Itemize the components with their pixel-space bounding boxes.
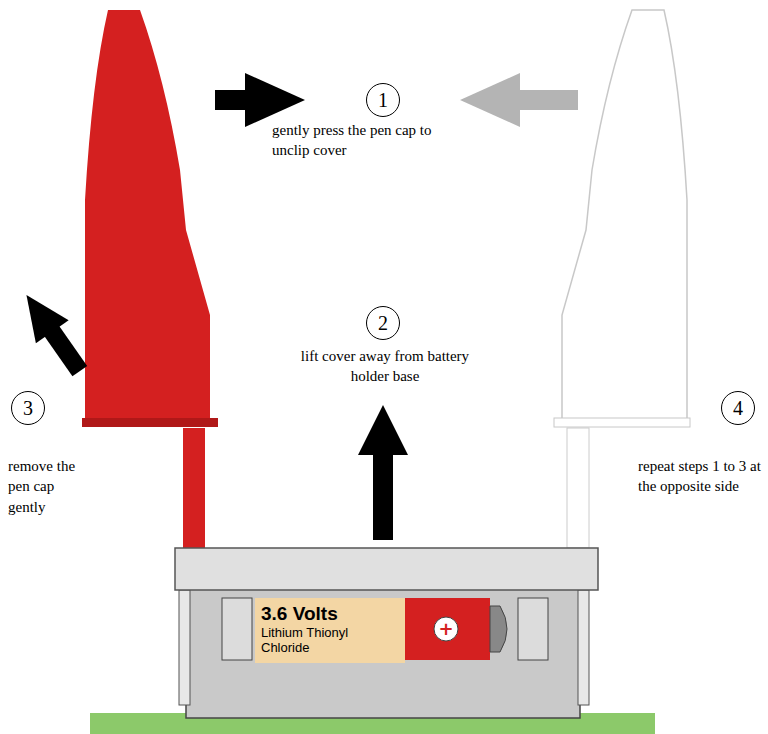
- callout-number: 2: [366, 306, 400, 340]
- remove-arrow: [10, 283, 96, 382]
- holder-cover: [175, 548, 598, 590]
- callout-digit: 3: [23, 397, 33, 420]
- holder-base: [186, 588, 580, 718]
- lift-arrow: [358, 405, 408, 540]
- instruction-text: remove the pen cap gently: [8, 456, 90, 517]
- plus-symbol: +: [438, 620, 453, 638]
- pen-cap: [85, 10, 210, 420]
- callout-number: 1: [366, 83, 400, 117]
- callout-digit: 2: [378, 312, 388, 335]
- pen-cap: [562, 10, 687, 420]
- battery-positive-end: [405, 598, 490, 660]
- callout-digit: 1: [378, 89, 388, 112]
- battery-chemistry: Lithium Thionyl Chloride: [261, 625, 399, 656]
- battery-clip: [518, 598, 548, 660]
- instruction-text: lift cover away from battery holder base: [280, 346, 490, 387]
- pen-shaft: [183, 428, 205, 548]
- plus-symbol-circle: [434, 617, 458, 641]
- instruction-text: repeat steps 1 to 3 at the opposite side: [638, 456, 762, 497]
- callout-number: 3: [11, 391, 45, 425]
- battery-voltage: 3.6 Volts: [261, 604, 399, 625]
- cover-flap: [578, 590, 589, 705]
- battery-label: 3.6 VoltsLithium Thionyl Chloride: [255, 598, 405, 663]
- battery-clip: [222, 598, 252, 660]
- callout-number: 4: [721, 391, 755, 425]
- press-arrow: [215, 73, 305, 127]
- battery-terminal: [490, 606, 507, 652]
- pen-shaft: [567, 428, 589, 548]
- instruction-text: gently press the pen cap to unclip cover: [272, 120, 452, 161]
- pen-cap-ring: [554, 418, 690, 427]
- press-arrow: [460, 73, 578, 127]
- callout-digit: 4: [733, 397, 743, 420]
- pen-cap-ring: [82, 418, 218, 427]
- cover-flap: [179, 590, 190, 705]
